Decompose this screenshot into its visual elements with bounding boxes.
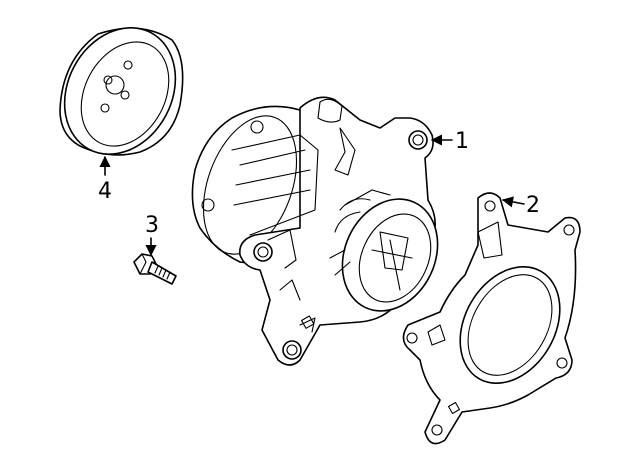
callout-4: 4	[98, 155, 112, 204]
callout-3-label: 3	[145, 213, 159, 238]
callout-1-label: 1	[455, 129, 469, 154]
gasket[interactable]	[402, 192, 581, 445]
bolt[interactable]	[133, 253, 177, 285]
callout-2-label: 2	[526, 193, 540, 218]
callout-3: 3	[145, 213, 159, 257]
callout-2: 2	[501, 193, 540, 218]
pulley[interactable]	[43, 8, 197, 173]
callout-1: 1	[430, 129, 469, 154]
callout-4-label: 4	[98, 179, 112, 204]
water-pump[interactable]	[186, 96, 455, 366]
